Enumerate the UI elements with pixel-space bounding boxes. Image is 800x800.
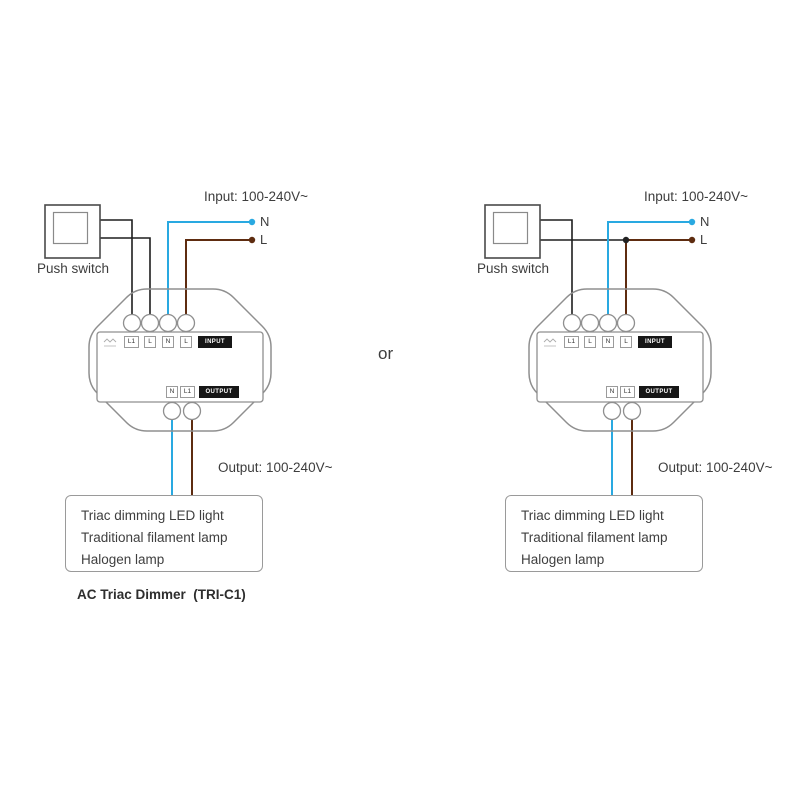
live-wire (185, 239, 252, 320)
live-terminal-dot (688, 236, 696, 244)
diagram-left (44, 204, 272, 495)
load-line: Triac dimming LED light (521, 508, 664, 523)
neutral-label-right: N (700, 214, 710, 229)
neutral-wire (167, 221, 252, 320)
diagram-caption: AC Triac Dimmer (TRI-C1) (77, 587, 246, 602)
terminal-label-L1: L1 (180, 386, 195, 398)
terminal-label-L: L (144, 336, 156, 348)
terminal-label-N: N (166, 386, 178, 398)
input-voltage-label-left: Input: 100-240V~ (204, 189, 308, 204)
switch-wire-to-L1 (540, 219, 573, 320)
switch-wire-to-L (100, 237, 151, 320)
terminal-label-L1: L1 (564, 336, 579, 348)
live-terminal-dot (248, 236, 256, 244)
diagram-right (484, 204, 712, 495)
terminal-label-L: L (620, 336, 632, 348)
push-switch-label-left: Push switch (37, 261, 110, 276)
push-switch-label-right: Push switch (477, 261, 550, 276)
output-tag: OUTPUT (639, 386, 679, 398)
neutral-terminal-dot (688, 218, 696, 226)
terminal-label-N: N (162, 336, 174, 348)
dimmer-module (528, 288, 712, 432)
terminal-label-N: N (606, 386, 618, 398)
input-tag: INPUT (638, 336, 672, 348)
neutral-terminal-dot (248, 218, 256, 226)
or-label: or (378, 344, 394, 363)
load-line: Halogen lamp (521, 552, 605, 567)
terminal-label-L1: L1 (124, 336, 139, 348)
output-voltage-label-left: Output: 100-240V~ (218, 460, 333, 475)
load-line: Triac dimming LED light (81, 508, 224, 523)
load-line: Halogen lamp (81, 552, 165, 567)
load-line: Traditional filament lamp (81, 530, 228, 545)
terminal-label-L: L (584, 336, 596, 348)
switch-wire-to-L1 (100, 219, 133, 320)
push-switch-button (52, 211, 89, 245)
output-voltage-label-right: Output: 100-240V~ (658, 460, 773, 475)
terminal-label-L: L (180, 336, 192, 348)
live-label-left: L (260, 232, 268, 247)
terminal-label-L1: L1 (620, 386, 635, 398)
live-wire (625, 239, 692, 320)
input-voltage-label-right: Input: 100-240V~ (644, 189, 748, 204)
junction-dot (622, 236, 630, 244)
neutral-wire (607, 221, 692, 320)
output-tag: OUTPUT (199, 386, 239, 398)
terminal-label-N: N (602, 336, 614, 348)
push-switch-button (492, 211, 529, 245)
input-tag: INPUT (198, 336, 232, 348)
load-line: Traditional filament lamp (521, 530, 668, 545)
dimmer-module (88, 288, 272, 432)
load-box-right: Triac dimming LED light Traditional fila… (505, 495, 703, 572)
live-label-right: L (700, 232, 708, 247)
load-box-left: Triac dimming LED light Traditional fila… (65, 495, 263, 572)
neutral-label-left: N (260, 214, 270, 229)
